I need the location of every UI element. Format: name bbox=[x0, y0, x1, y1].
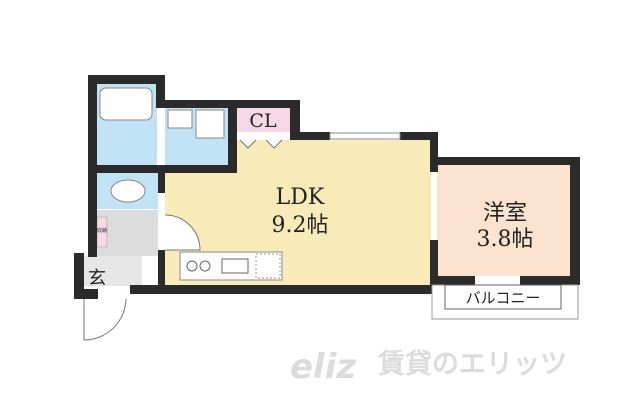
stove-burner bbox=[186, 260, 198, 272]
entrance-door bbox=[83, 298, 127, 341]
bathtub bbox=[99, 87, 153, 121]
entrance-floor bbox=[84, 256, 142, 286]
washing-machine bbox=[195, 109, 225, 139]
closet-label: CL bbox=[249, 110, 277, 132]
wash-basin bbox=[167, 109, 193, 129]
western-room-label: 洋室 bbox=[483, 201, 527, 226]
ldk-size: 9.2帖 bbox=[272, 213, 329, 238]
storage-label: 収納 bbox=[97, 227, 107, 234]
ldk-door bbox=[164, 214, 201, 251]
western-room-size: 3.8帖 bbox=[477, 227, 534, 252]
window bbox=[329, 132, 401, 140]
closet-box bbox=[237, 106, 290, 132]
watermark-logo: eliz bbox=[290, 347, 356, 387]
kitchen-sink bbox=[221, 258, 249, 274]
western-room-floor bbox=[437, 164, 571, 276]
stove-burner bbox=[199, 260, 211, 272]
toilet bbox=[110, 179, 146, 203]
balcony-label: バルコニー bbox=[466, 289, 541, 307]
closet-doors bbox=[239, 139, 283, 149]
balcony-label-box bbox=[444, 284, 562, 310]
fridge-space bbox=[255, 253, 281, 279]
entrance-label: 玄 bbox=[88, 268, 106, 289]
watermark-text: 賃貸のエリッツ bbox=[377, 348, 567, 380]
walls bbox=[74, 75, 580, 299]
ldk-label: LDK bbox=[276, 185, 325, 210]
